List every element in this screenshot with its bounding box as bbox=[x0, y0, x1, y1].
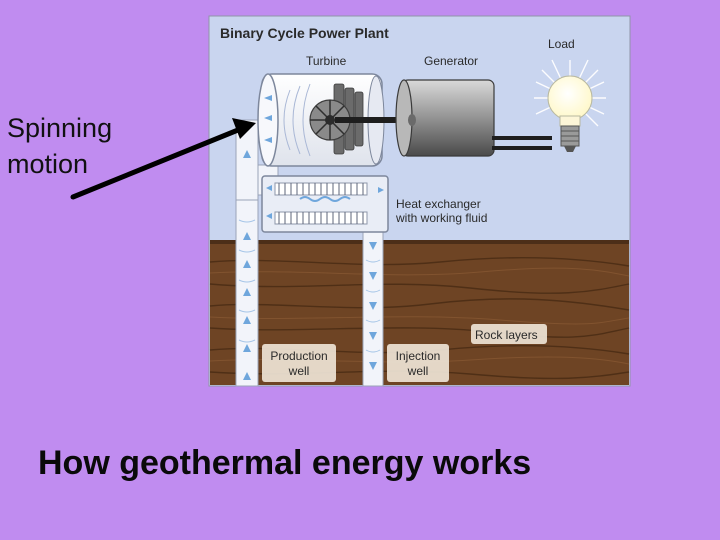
generator-label: Generator bbox=[424, 54, 478, 68]
heat-exchanger-label-2: with working fluid bbox=[395, 211, 487, 225]
production-well-label-1: Production bbox=[270, 349, 327, 363]
light-bulb-icon bbox=[534, 59, 606, 152]
heat-exchanger bbox=[261, 175, 389, 233]
annotation-line-2: motion bbox=[7, 149, 89, 179]
generator-icon bbox=[395, 79, 552, 157]
load-label: Load bbox=[548, 37, 575, 51]
turbine-shaft bbox=[335, 117, 415, 123]
heat-exchanger-label-1: Heat exchanger bbox=[396, 197, 481, 211]
diagram-title: Binary Cycle Power Plant bbox=[220, 25, 389, 41]
annotation-line-1: Spinning bbox=[7, 113, 113, 143]
pointer-arrow-icon bbox=[70, 118, 256, 200]
turbine-label: Turbine bbox=[306, 54, 347, 68]
slide-caption: How geothermal energy works bbox=[38, 444, 532, 482]
injection-well-label-2: well bbox=[407, 364, 429, 378]
injection-well-label-1: Injection bbox=[396, 349, 441, 363]
production-well-label-2: well bbox=[288, 364, 310, 378]
spinning-motion-annotation: Spinning motion bbox=[7, 110, 157, 182]
fluid-flow bbox=[243, 150, 377, 380]
rock-layers-label: Rock layers bbox=[475, 328, 538, 342]
